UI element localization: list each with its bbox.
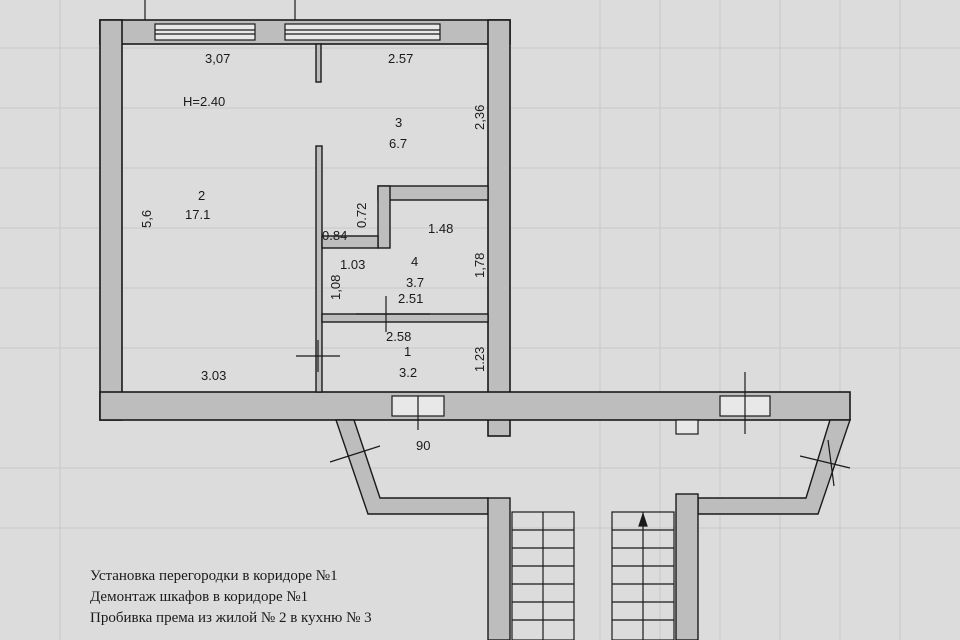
interior-walls [315, 43, 489, 393]
dim-label: 3.03 [201, 368, 226, 383]
room-number: 4 [411, 254, 418, 269]
room-number: 2 [198, 188, 205, 203]
stair-steps [511, 511, 675, 640]
dim-label: 0.72 [354, 203, 369, 228]
room-area: 17.1 [185, 207, 210, 222]
dim-label: 5,6 [139, 210, 154, 228]
room-number: 1 [404, 344, 411, 359]
note-line: Демонтаж шкафов в коридоре №1 [90, 589, 309, 605]
dim-label: 2.57 [388, 51, 413, 66]
dim-label: 1,78 [472, 253, 487, 278]
room-area: 6.7 [389, 136, 407, 151]
note-line: Установка перегородки в коридоре №1 [90, 568, 338, 584]
dim-label: 1.03 [340, 257, 365, 272]
top-windows [144, 0, 441, 41]
renovation-notes: Установка перегородки в коридоре №1 Демо… [90, 566, 372, 629]
dim-label: 3,07 [205, 51, 230, 66]
room-area: 3.7 [406, 275, 424, 290]
dim-label: 0.84 [322, 228, 347, 243]
room-number: 3 [395, 115, 402, 130]
dim-label: 2,36 [472, 105, 487, 130]
note-line: Пробивка према из жилой № 2 в кухню № 3 [90, 610, 372, 626]
dim-label: 1.23 [472, 347, 487, 372]
dim-label: 1,08 [328, 275, 343, 300]
porch [335, 419, 851, 640]
dim-label: 1.48 [428, 221, 453, 236]
dimension-ticks [296, 296, 851, 487]
plan-labels: H=2.40 3,07 2.57 2,36 5,6 0.72 0.84 1.48… [139, 51, 487, 453]
room-area: 3.2 [399, 365, 417, 380]
dim-label: 2.51 [398, 291, 423, 306]
dim-label: 2.58 [386, 329, 411, 344]
ceiling-height-label: H=2.40 [183, 94, 225, 109]
dim-label: 90 [416, 438, 430, 453]
